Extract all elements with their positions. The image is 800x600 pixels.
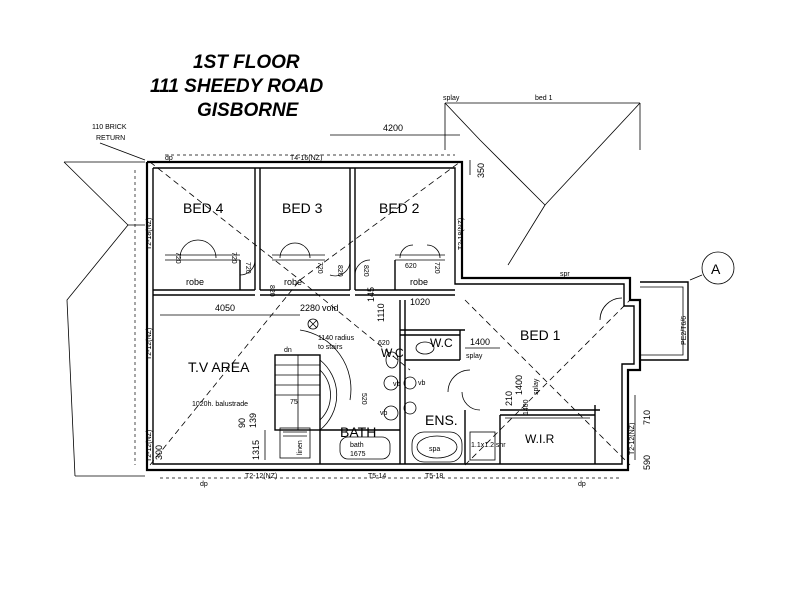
dim-4200: 4200 [383, 123, 403, 133]
splay-label-1: splay [443, 95, 460, 102]
room-wc-2: W.C [430, 336, 453, 350]
beam-label-right-2: PE2/T6/6 [681, 316, 688, 345]
dim-820-a: 820 [268, 285, 275, 297]
roof-outline-left [63, 161, 145, 477]
section-marker-label: A [711, 261, 721, 277]
room-bed-4: BED 4 [183, 200, 224, 216]
shower-label: 1.1x1.2 shr [471, 442, 506, 449]
plan-title-line1: 1ST FLOOR [193, 52, 300, 73]
wet-area-fixtures [339, 341, 496, 463]
dim-620-b: 620 [378, 340, 390, 347]
room-tv-area: T.V AREA [188, 359, 250, 375]
dim-1400-a: 1400 [470, 337, 490, 347]
beam-label-bottom-1: T2-12(NZ) [245, 473, 277, 480]
beam-label-left-2: T2-12(NZ) [146, 328, 153, 360]
dim-4050: 4050 [215, 303, 235, 313]
dim-720-e: 720 [433, 262, 440, 274]
room-bed-3: BED 3 [282, 200, 323, 216]
dim-1400-b: 1400 [514, 375, 524, 395]
dp-label-3: dp [578, 481, 586, 488]
beam-label-top: T4-16(NZ) [290, 155, 322, 162]
vanity-basin-2: vb [380, 410, 388, 417]
beam-label-left-3: T2-12(NZ) [146, 430, 153, 462]
dim-1110: 1110 [376, 303, 386, 322]
brick-return-note-2: RETURN [96, 135, 125, 142]
dim-590: 590 [642, 455, 652, 470]
dim-820-b: 820 [336, 265, 343, 277]
beam-label-right-3: T2-12(NZ) [629, 423, 636, 455]
plan-title-line3: GISBORNE [197, 100, 300, 121]
radius-note-2: to stairs [318, 344, 343, 351]
dp-label-1: dp [165, 155, 173, 162]
vanity-basin-3: vb [418, 380, 426, 387]
splay-label-3: splay [533, 378, 540, 395]
dim-720-c: 720 [244, 262, 251, 274]
robe-label-1: robe [186, 277, 204, 287]
bed1-top-label: bed 1 [535, 95, 553, 102]
dim-210: 210 [504, 391, 514, 406]
brick-return-leader [99, 142, 146, 161]
dim-620-a: 620 [405, 263, 417, 270]
beam-label-left-1: T2-18(NZ) [146, 218, 153, 250]
room-bed-2: BED 2 [379, 200, 420, 216]
beam-label-bottom-2: T5-14 [368, 473, 386, 480]
dim-90: 90 [237, 418, 247, 428]
dim-1020: 1020 [410, 297, 430, 307]
room-ensuite: ENS. [425, 412, 458, 428]
room-bed-1: BED 1 [520, 327, 561, 343]
spa-label: spa [429, 446, 440, 453]
radius-note-1: 1140 radius [318, 335, 355, 342]
plan-title-line2: 111 SHEEDY ROAD [150, 76, 323, 97]
section-marker: A [689, 251, 735, 285]
interior-walls [153, 168, 600, 464]
dp-label-2: dp [200, 481, 208, 488]
void-label: void [322, 303, 339, 313]
dim-300: 300 [154, 445, 164, 460]
vanity-basin-1: vb [393, 381, 401, 388]
robe-label-3: robe [410, 277, 428, 287]
dim-720-a: 720 [174, 252, 181, 264]
dim-1315: 1315 [251, 440, 261, 460]
dim-720-b: 720 [230, 252, 237, 264]
dim-145: 145 [366, 287, 376, 302]
room-wc-1: W.C [381, 346, 404, 360]
dim-2280: 2280 [300, 303, 320, 313]
bath-size: 1675 [350, 451, 366, 458]
dim-710: 710 [642, 410, 652, 425]
balustrade-note: 1020h. balustrade [192, 401, 248, 408]
dim-1400-c: 1400 [523, 399, 530, 415]
beam-label-right-1: T2-18(NZ) [458, 218, 465, 250]
dim-75: 75 [290, 399, 298, 406]
room-bath: BATH [340, 424, 376, 440]
dim-139: 139 [248, 413, 258, 428]
bath-word: bath [350, 442, 364, 449]
linen-label: linen [297, 440, 304, 455]
robe-label-2: robe [284, 277, 302, 287]
beam-label-bottom-3: T5-18 [425, 473, 443, 480]
splay-label-2: splay [466, 353, 483, 360]
dim-350: 350 [476, 163, 486, 178]
room-wir: W.I.R [525, 432, 555, 446]
dimension-lines [134, 134, 636, 479]
brick-return-note-1: 110 BRICK [92, 124, 127, 131]
staircase [274, 318, 352, 459]
dim-820-c: 820 [362, 265, 369, 277]
stairs-down-label: dn [284, 347, 292, 354]
spr-label: spr [560, 271, 570, 278]
dim-520: 520 [360, 393, 367, 405]
door-swings [179, 239, 623, 411]
roof-outline-right [444, 102, 641, 266]
dim-720-d: 720 [316, 262, 323, 274]
